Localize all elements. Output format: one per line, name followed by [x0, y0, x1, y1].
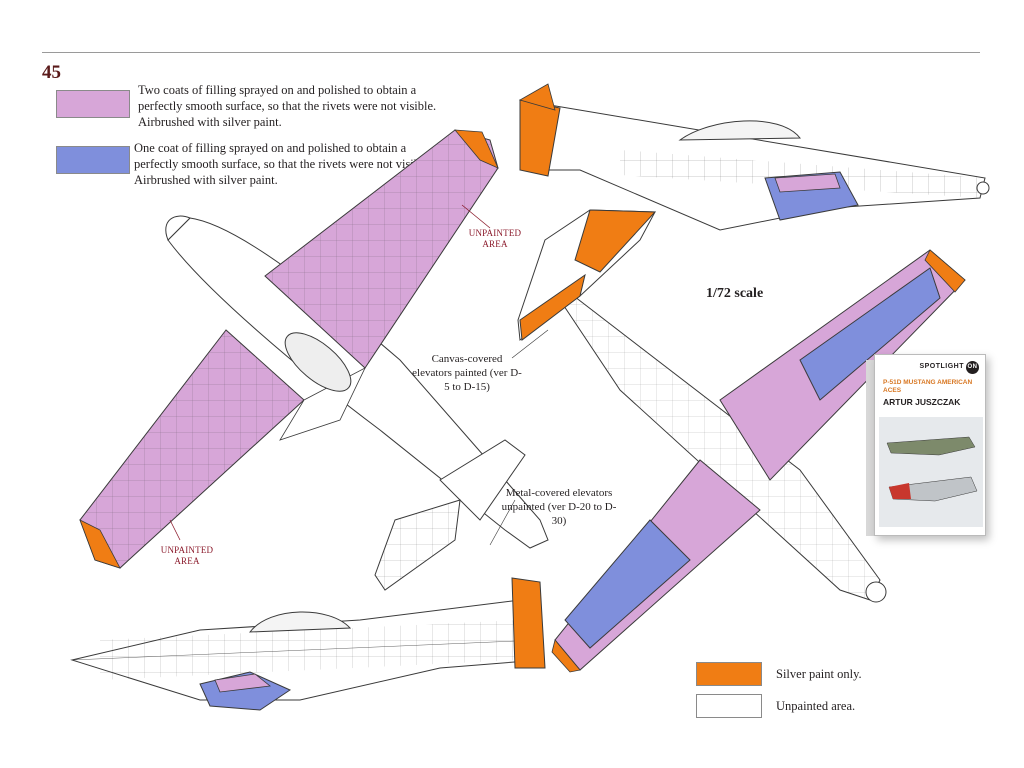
book-title: P-51D MUSTANG AMERICAN ACES [883, 379, 973, 394]
scale-label: 1/72 scale [706, 286, 764, 301]
book-spine [866, 360, 874, 536]
book-author: ARTUR JUSZCZAK [883, 397, 961, 407]
top-view-left-aircraft [79, 129, 549, 591]
side-view-bottom-aircraft [70, 577, 546, 711]
metal-elevators-note: Metal-covered elevators unpainted (ver D… [501, 487, 617, 527]
page-number: 45 [42, 62, 61, 83]
legend-swatch-unpainted [696, 694, 762, 718]
book-series-text: SPOTLIGHT [919, 363, 964, 370]
book-cover-art [879, 417, 983, 527]
legend-text-one-coat: One coat of filling sprayed on and polis… [134, 141, 433, 187]
legend-text-unpainted: Unpainted area. [776, 699, 856, 713]
unpainted-area-label-bottom: UNPAINTED AREA [160, 545, 214, 566]
bottom-view-right-aircraft [517, 209, 966, 673]
legend-text-silver: Silver paint only. [776, 667, 862, 681]
legend-text-two-coats: Two coats of filling sprayed on and poli… [138, 83, 437, 129]
legend-swatch-one-coat [56, 146, 130, 174]
legend-swatch-silver [696, 662, 762, 686]
canvas-elevators-note: Canvas-covered elevators painted (ver D-… [412, 353, 522, 393]
legend-swatch-two-coats [56, 90, 130, 118]
header-rule [42, 52, 980, 53]
unpainted-area-label-top: UNPAINTED AREA [468, 228, 522, 249]
book-series-on-badge: ON [966, 361, 979, 374]
side-view-top-aircraft [518, 83, 990, 231]
